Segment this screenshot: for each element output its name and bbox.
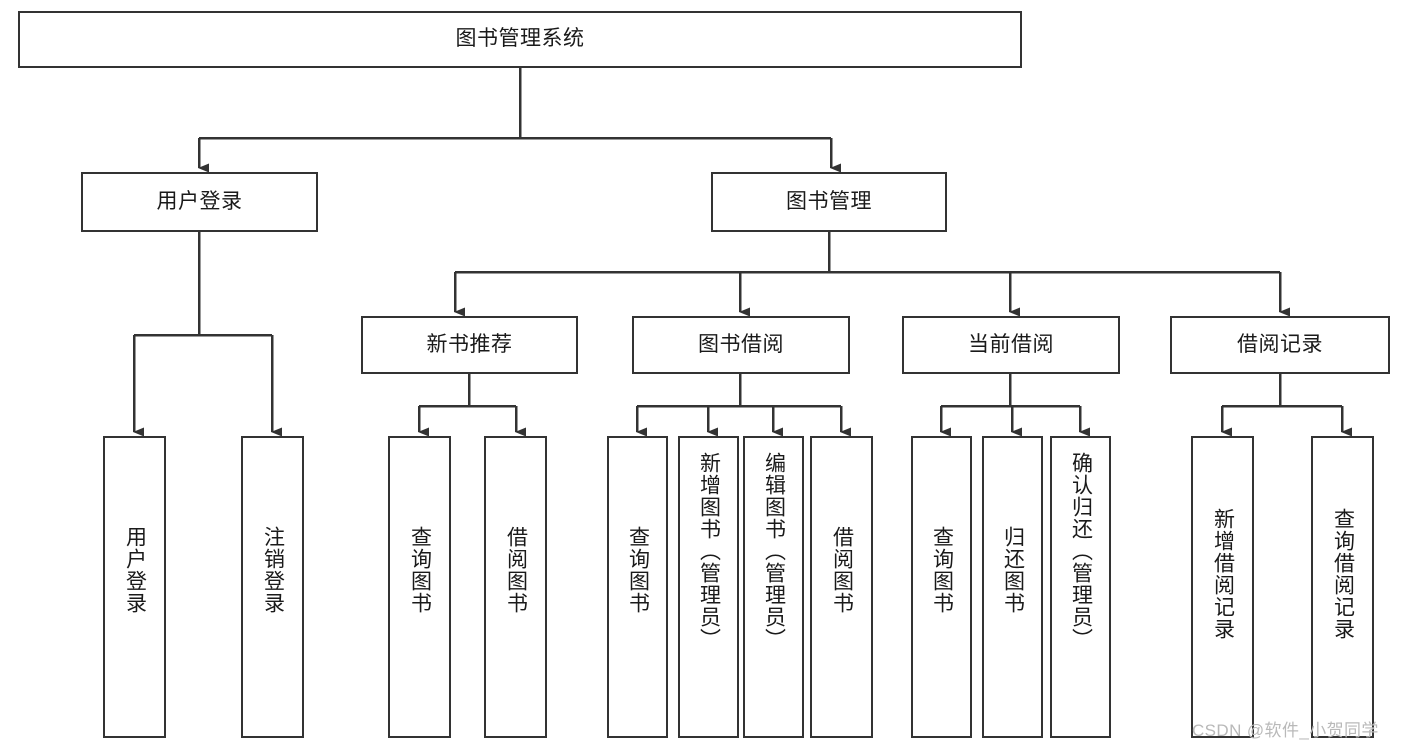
node-user-login[interactable]: 用户登录 — [81, 172, 318, 232]
node-current-borrow-label: 当前借阅 — [968, 332, 1054, 356]
node-root-label: 图书管理系统 — [455, 27, 585, 51]
node-leaf-query-borrow-record[interactable]: 查询借阅记录 — [1311, 436, 1374, 738]
node-leaf-borrow-book-recommend-label: 借阅图书 — [504, 526, 528, 614]
node-leaf-add-borrow-record-label: 新增借阅记录 — [1211, 508, 1235, 640]
node-leaf-query-book-recommend[interactable]: 查询图书 — [388, 436, 451, 738]
node-leaf-query-book-recommend-label: 查询图书 — [408, 526, 432, 614]
node-leaf-user-login[interactable]: 用户登录 — [103, 436, 166, 738]
node-leaf-return-book[interactable]: 归还图书 — [982, 436, 1043, 738]
node-borrow-records[interactable]: 借阅记录 — [1170, 316, 1390, 374]
node-leaf-add-book-admin-label: 新增图书（管理员） — [697, 452, 721, 650]
node-book-borrow[interactable]: 图书借阅 — [632, 316, 850, 374]
node-leaf-edit-book-admin[interactable]: 编辑图书（管理员） — [743, 436, 804, 738]
node-leaf-query-book-current[interactable]: 查询图书 — [911, 436, 972, 738]
node-leaf-borrow-book[interactable]: 借阅图书 — [810, 436, 873, 738]
node-new-book-recommend[interactable]: 新书推荐 — [361, 316, 578, 374]
node-leaf-logout[interactable]: 注销登录 — [241, 436, 304, 738]
node-leaf-confirm-return-admin-label: 确认归还（管理员） — [1069, 452, 1093, 650]
node-root[interactable]: 图书管理系统 — [18, 11, 1022, 68]
node-borrow-records-label: 借阅记录 — [1237, 332, 1323, 356]
node-leaf-borrow-book-recommend[interactable]: 借阅图书 — [484, 436, 547, 738]
node-leaf-user-login-label: 用户登录 — [123, 526, 147, 614]
node-book-borrow-label: 图书借阅 — [698, 332, 784, 356]
csdn-watermark: CSDN @软件_小贺同学 — [1192, 721, 1379, 740]
node-book-management[interactable]: 图书管理 — [711, 172, 947, 232]
node-leaf-logout-label: 注销登录 — [261, 526, 285, 614]
node-leaf-add-book-admin[interactable]: 新增图书（管理员） — [678, 436, 739, 738]
node-leaf-borrow-book-label: 借阅图书 — [830, 526, 854, 614]
node-leaf-query-book-current-label: 查询图书 — [930, 526, 954, 614]
node-new-book-recommend-label: 新书推荐 — [426, 332, 513, 356]
node-leaf-query-book-borrow[interactable]: 查询图书 — [607, 436, 668, 738]
node-leaf-confirm-return-admin[interactable]: 确认归还（管理员） — [1050, 436, 1111, 738]
node-book-management-label: 图书管理 — [786, 189, 872, 213]
node-leaf-query-book-borrow-label: 查询图书 — [626, 526, 650, 614]
node-user-login-label: 用户登录 — [156, 189, 243, 213]
node-leaf-add-borrow-record[interactable]: 新增借阅记录 — [1191, 436, 1254, 738]
node-leaf-return-book-label: 归还图书 — [1001, 526, 1025, 614]
node-current-borrow[interactable]: 当前借阅 — [902, 316, 1120, 374]
node-leaf-query-borrow-record-label: 查询借阅记录 — [1331, 508, 1355, 640]
node-leaf-edit-book-admin-label: 编辑图书（管理员） — [762, 452, 786, 650]
